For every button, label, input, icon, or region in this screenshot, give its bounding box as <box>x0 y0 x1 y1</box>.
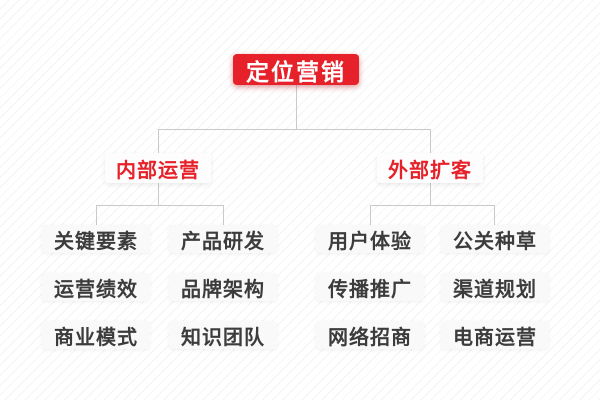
connector-right-branch-vertical <box>430 183 431 205</box>
leaf-node: 品牌架构 <box>169 273 277 301</box>
leaf-node: 渠道规划 <box>441 273 549 301</box>
connector-left-sub-horizontal <box>96 205 224 206</box>
leaf-node: 公关种草 <box>441 225 549 253</box>
connector-right-col2-drop <box>494 205 495 225</box>
leaf-node: 网络招商 <box>316 321 424 349</box>
leaf-node: 知识团队 <box>169 321 277 349</box>
leaf-node: 传播推广 <box>316 273 424 301</box>
connector-left-branch-vertical <box>158 183 159 205</box>
leaf-node: 产品研发 <box>169 225 277 253</box>
connector-left-col1-drop <box>96 205 97 225</box>
branch-node-external-expansion: 外部扩客 <box>377 153 483 183</box>
branch-node-internal-operations: 内部运营 <box>105 153 211 183</box>
connector-right-sub-horizontal <box>370 205 495 206</box>
connector-root-vertical <box>296 85 297 129</box>
connector-main-horizontal <box>158 129 431 130</box>
connector-branch-right-drop <box>430 129 431 153</box>
connector-left-col2-drop <box>223 205 224 225</box>
connector-branch-left-drop <box>158 129 159 153</box>
leaf-node: 商业模式 <box>42 321 150 349</box>
leaf-node: 运营绩效 <box>42 273 150 301</box>
leaf-node: 电商运营 <box>441 321 549 349</box>
leaf-node: 用户体验 <box>316 225 424 253</box>
leaf-node: 关键要素 <box>42 225 150 253</box>
root-node: 定位营销 <box>233 54 359 85</box>
connector-right-col1-drop <box>370 205 371 225</box>
